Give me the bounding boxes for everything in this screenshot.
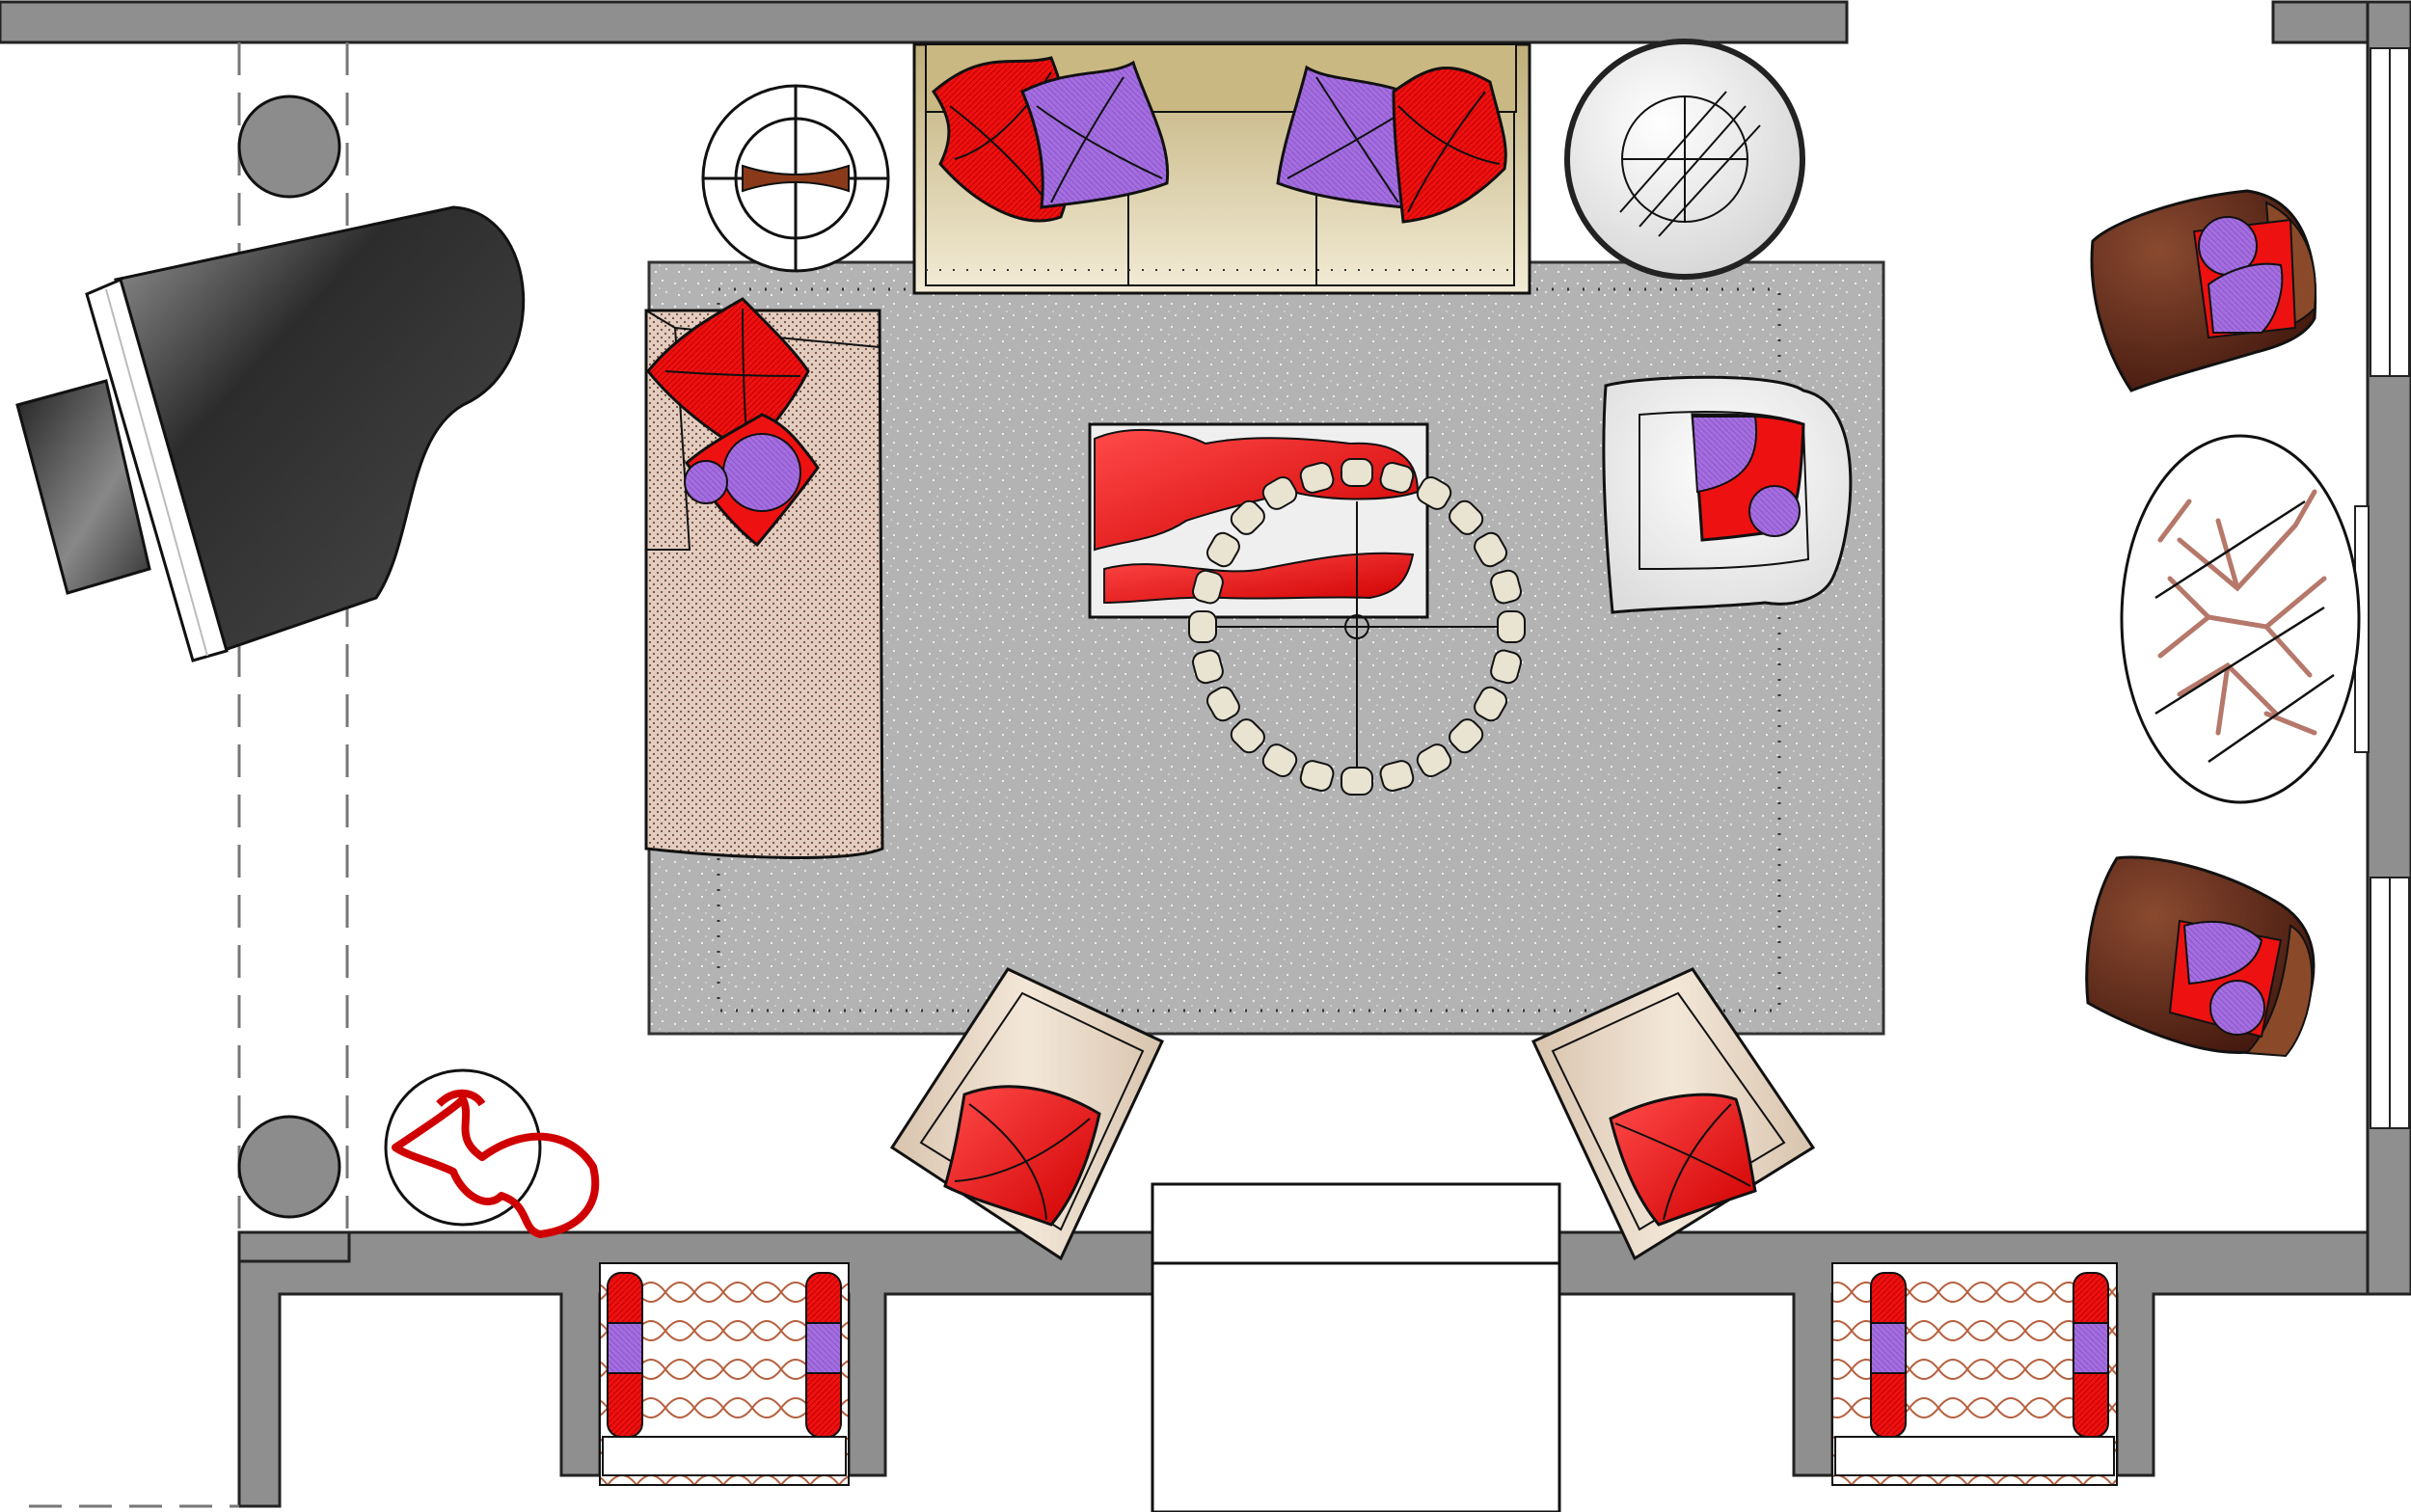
column-top bbox=[237, 94, 341, 199]
grand-piano[interactable] bbox=[15, 205, 526, 662]
cabinet-icon bbox=[1151, 1182, 1561, 1512]
pendant-shade bbox=[1497, 610, 1526, 643]
pendant-shade bbox=[1449, 500, 1484, 535]
pendant-shade bbox=[1490, 569, 1522, 605]
pendant-shade bbox=[1230, 500, 1265, 535]
column-bottom bbox=[237, 1115, 341, 1219]
round-pendant[interactable] bbox=[1188, 458, 1526, 796]
white-tub-chair[interactable] bbox=[1602, 375, 1853, 614]
pendant-shade bbox=[1192, 649, 1224, 685]
accent-chair-left[interactable] bbox=[889, 967, 1164, 1261]
bolster-left-b bbox=[805, 1272, 842, 1438]
pillow-red-right bbox=[1392, 67, 1507, 224]
pendant-shade bbox=[1490, 649, 1522, 685]
pendant-shade bbox=[1416, 475, 1452, 510]
window-seat-right[interactable] bbox=[1831, 1262, 2118, 1486]
pendant-shade bbox=[1261, 743, 1298, 778]
pillow-red-accent-left bbox=[943, 1085, 1101, 1227]
pendant-shade bbox=[1206, 686, 1240, 722]
pillow-purple-tub bbox=[1691, 413, 1805, 542]
pendant-shade bbox=[1474, 531, 1508, 568]
pillow-top-chair bbox=[2192, 216, 2297, 339]
pendant-shade bbox=[1341, 458, 1373, 487]
bolster-left-a bbox=[607, 1272, 643, 1438]
oval-table[interactable] bbox=[2120, 434, 2361, 804]
leather-chair-top[interactable] bbox=[2090, 189, 2317, 392]
pendant-shade bbox=[1299, 760, 1335, 792]
window-seat-icon bbox=[1831, 1262, 2118, 1486]
leather-chair-bottom[interactable] bbox=[2085, 855, 2316, 1058]
coffee-table-icon bbox=[1088, 422, 1429, 619]
oval-table-icon bbox=[2120, 434, 2361, 804]
bench-icon bbox=[15, 379, 151, 595]
partition-lines bbox=[29, 42, 349, 1508]
pendant-shade bbox=[1474, 686, 1508, 722]
pendant-shade bbox=[1379, 462, 1415, 494]
accent-chair-right[interactable] bbox=[1531, 967, 1816, 1261]
pillow-red-accent-right bbox=[1609, 1093, 1757, 1227]
sofa[interactable] bbox=[912, 42, 1531, 295]
pillow-bottom-chair bbox=[2168, 919, 2283, 1039]
pendant-shade bbox=[1299, 462, 1335, 494]
bolster-right-b bbox=[2072, 1272, 2109, 1438]
side-table-right[interactable] bbox=[1564, 39, 1805, 280]
pendant-shade bbox=[1341, 767, 1373, 796]
grand-piano-icon bbox=[85, 205, 526, 662]
side-table-icon bbox=[701, 84, 890, 273]
pendant-shade bbox=[1449, 718, 1484, 754]
pendant-shade bbox=[1416, 743, 1452, 778]
pendant-shade bbox=[1188, 610, 1217, 643]
wall-top-left bbox=[0, 0, 1849, 44]
sculpture-icon bbox=[384, 1068, 600, 1238]
pillow-purple-chaise bbox=[684, 413, 820, 548]
pendant-shade bbox=[1206, 531, 1240, 568]
console-cabinet[interactable] bbox=[1151, 1182, 1561, 1512]
pillow-purple-left bbox=[1020, 60, 1170, 209]
chandelier-icon bbox=[1188, 458, 1526, 796]
pendant-shade bbox=[1261, 475, 1298, 510]
side-table-icon bbox=[1564, 39, 1805, 280]
wall-left-stub bbox=[237, 1230, 351, 1263]
side-table-left[interactable] bbox=[701, 84, 890, 273]
sculpture-table[interactable] bbox=[384, 1068, 600, 1238]
window-seat-left[interactable] bbox=[599, 1262, 850, 1486]
coffee-table[interactable] bbox=[1088, 422, 1429, 619]
pendant-shade bbox=[1192, 569, 1224, 605]
pendant-shade bbox=[1379, 760, 1415, 792]
bolster-right-a bbox=[1870, 1272, 1907, 1438]
chaise-lounge[interactable] bbox=[644, 297, 884, 859]
windows bbox=[2354, 47, 2410, 1129]
pendant-shade bbox=[1230, 718, 1265, 754]
window-seat-icon bbox=[599, 1262, 850, 1486]
